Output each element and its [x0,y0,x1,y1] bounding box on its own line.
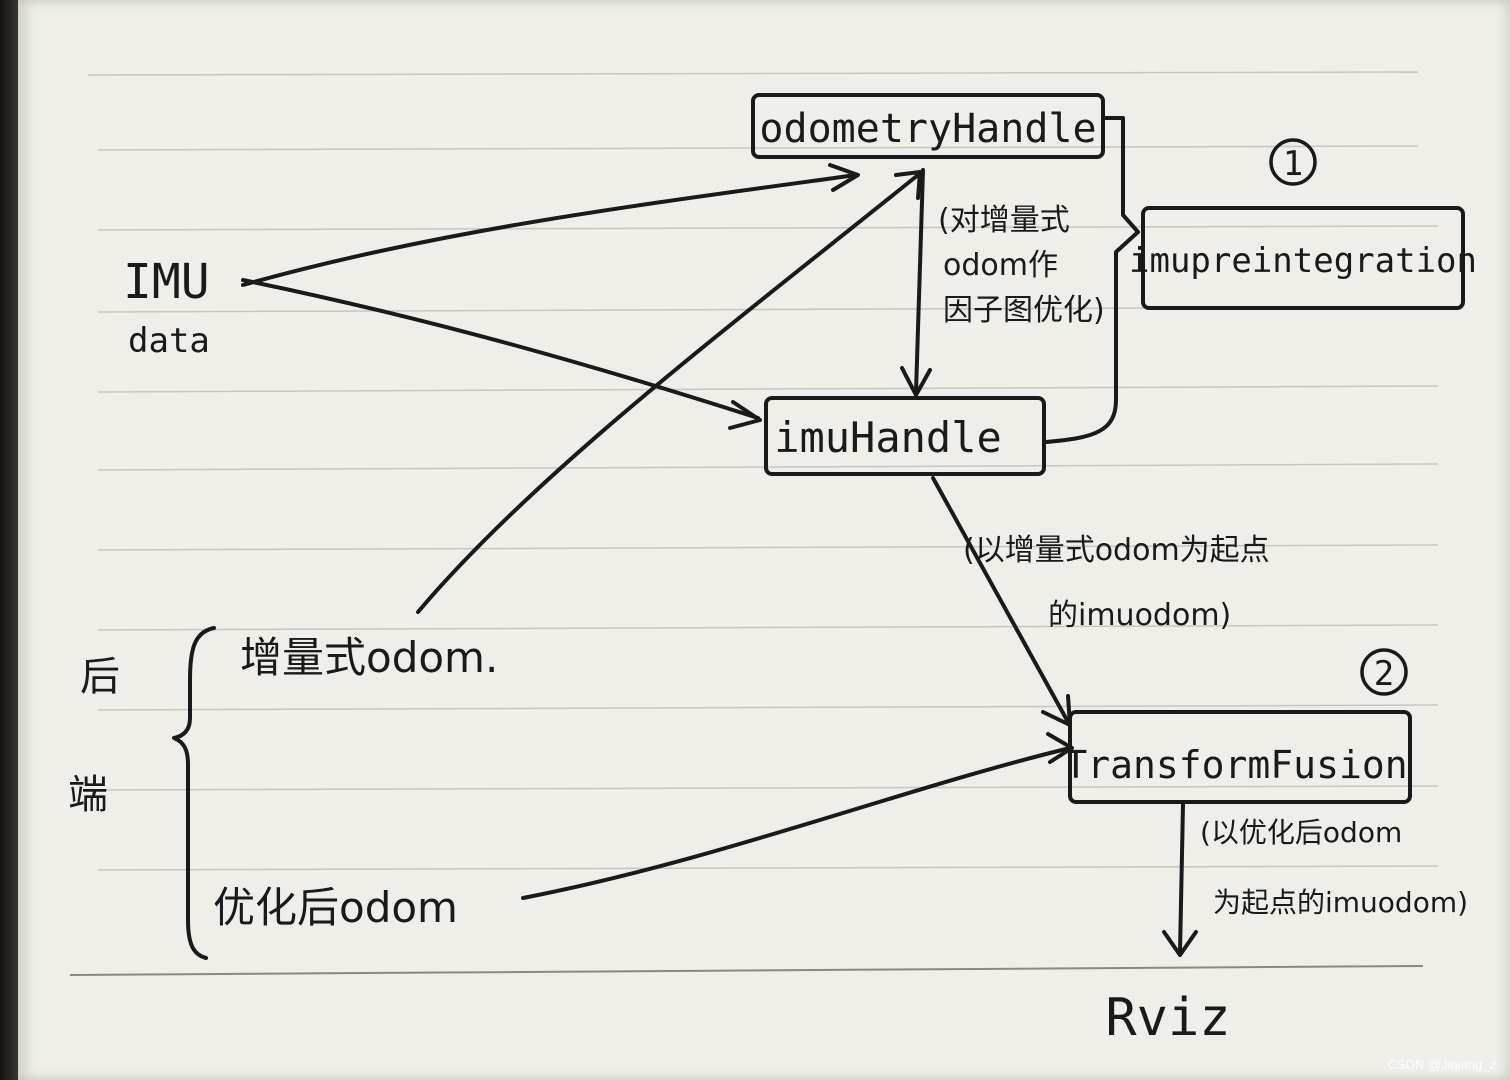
odometry-handle-box [751,93,1105,159]
backend-char-2: 端 [68,772,108,818]
backend-brace [172,626,216,960]
marker-one-circle [1269,138,1317,186]
imu-label: IMU [123,254,210,310]
marker-two-circle [1360,648,1408,696]
transform-fusion-label: TransformFusion [1064,743,1407,787]
imu-data-label: data [128,321,210,361]
rviz-label: Rviz [1105,988,1230,1048]
marker-two-label: 2 [1374,654,1394,694]
bottom-rule [69,965,1424,976]
annotation-odom-to-imu-2: odom作 [943,248,1058,283]
annotation-imu-to-fusion-1: (以增量式odom为起点 [963,533,1270,568]
notebook-page: odometryHandle imupreintegration imuHand… [18,0,1510,1080]
arrow-imuhandle-to-fusion [931,476,1070,724]
arrowhead-odometry-to-imuhandle [900,366,932,397]
marker-one-label: 1 [1283,144,1303,184]
annotation-odom-to-imu-1: (对增量式 [938,203,1070,238]
incremental-odom-label: 增量式odom. [240,633,498,682]
arrow-imu-to-odometry [241,173,858,287]
arrow-optimized-to-fusion [521,746,1072,900]
backend-char-1: 后 [80,654,120,700]
imu-handle-label: imuHandle [774,413,1002,462]
imu-preintegration-label: imupreintegration [1129,241,1477,281]
imu-preintegration-box [1141,206,1465,310]
arrowhead-optimized-to-fusion [1046,732,1074,764]
bracket-to-imupreintegration [1044,116,1140,444]
optimized-odom-label: 优化后odom [213,883,458,932]
arrowhead-imu-to-imuhandle [728,400,762,430]
imu-handle-box [764,396,1046,476]
flow-diagram: odometryHandle imupreintegration imuHand… [68,71,1477,1048]
annotation-odom-to-imu-3: 因子图优化) [943,293,1105,328]
arrowhead-imu-to-odometry [828,163,860,192]
watermark: CSDN @Jiqiang_z [1387,1057,1496,1072]
arrow-odometry-to-imuhandle [914,168,925,394]
arrowhead-fusion-to-rviz [1162,930,1198,957]
arrow-fusion-to-rviz [1178,803,1185,954]
annotation-imu-to-fusion-2: 的imuodom) [1048,598,1231,633]
arrowhead-imuhandle-to-fusion [1041,694,1072,727]
annotation-fusion-to-rviz-1: (以优化后odom [1200,816,1402,849]
notebook-spine [0,0,18,1080]
transform-fusion-box [1068,710,1412,804]
annotation-fusion-to-rviz-2: 为起点的imuodom) [1213,886,1468,919]
arrow-incremental-to-odometry [416,173,920,614]
arrow-imu-to-imuhandle [241,278,760,420]
arrows [241,116,1198,957]
odometry-handle-label: odometryHandle [759,106,1096,152]
arrowhead-incremental-to-odometry [894,170,922,200]
